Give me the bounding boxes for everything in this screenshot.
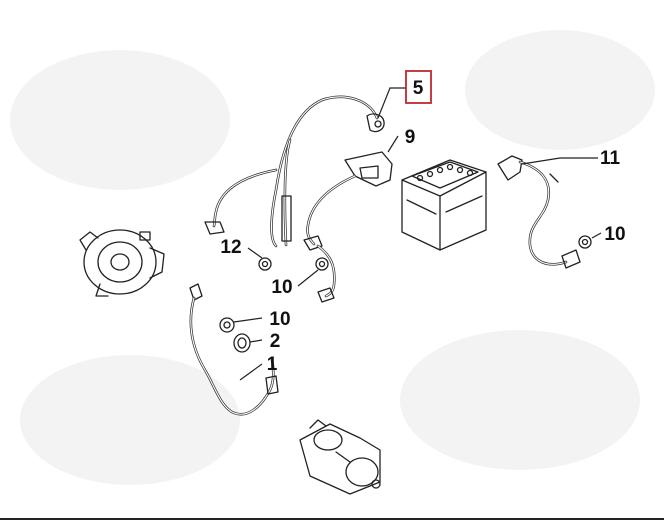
callout-10-right[interactable]: 10 [604, 224, 625, 245]
callout-10-middle[interactable]: 10 [271, 277, 292, 298]
part-10-nut-left[interactable] [219, 317, 235, 333]
callout-1[interactable]: 1 [267, 354, 278, 375]
part-2-cap[interactable] [233, 333, 251, 353]
alternator [79, 229, 165, 297]
callout-2[interactable]: 2 [270, 331, 281, 352]
starter-motor [299, 419, 381, 495]
callout-5-highlight-box [405, 70, 432, 104]
part-1-starter-cable[interactable] [189, 283, 279, 416]
part-10-nut-middle[interactable] [315, 257, 329, 271]
part-10-nut-right[interactable] [578, 235, 592, 249]
part-5-battery-cable[interactable] [204, 95, 385, 248]
part-11-ground-cable[interactable] [497, 155, 581, 269]
callout-5[interactable]: 5 [413, 78, 424, 99]
part-9-terminal-block[interactable] [303, 151, 393, 303]
callout-10-left[interactable]: 10 [269, 309, 290, 330]
callout-9[interactable]: 9 [405, 127, 416, 148]
callout-12[interactable]: 12 [220, 237, 241, 258]
battery [401, 159, 487, 251]
background-watermark [10, 30, 655, 485]
part-12-nut[interactable] [258, 257, 272, 271]
callout-11[interactable]: 11 [600, 148, 621, 169]
leader-lines [233, 87, 602, 381]
